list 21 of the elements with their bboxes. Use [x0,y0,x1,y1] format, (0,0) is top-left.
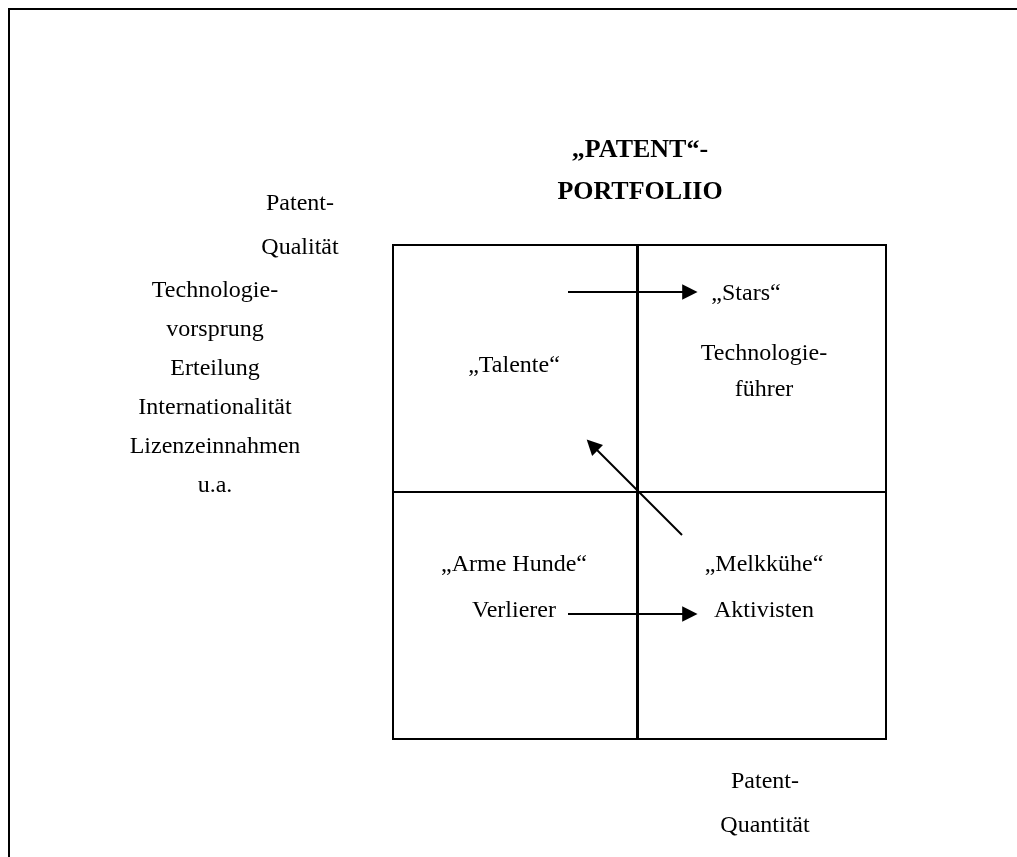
quadrant-description: Aktivisten [713,595,815,624]
quadrant-title: „Arme Hunde“ [440,549,588,578]
axis-label: Lizenzeinnahmen [128,431,302,460]
quadrant-box [392,491,638,740]
axis-label: Erteilung [169,353,261,382]
quadrant-title: „Melkkühe“ [703,549,825,578]
quadrant-box [637,491,887,740]
arrow [567,606,698,622]
axis-label: Patent- Quantität [719,766,811,839]
arrow [567,284,698,300]
axis-label: Technologie- vorsprung [150,275,280,343]
quadrant-description: Technologie- führer [699,338,829,403]
axis-label: Patent- Qualität [260,188,340,261]
quadrant-box [392,244,638,493]
quadrant-title: „Talente“ [467,350,561,379]
quadrant-description: Verlierer [471,595,557,624]
axis-label: u.a. [196,470,234,499]
quadrant-box [637,244,887,493]
quadrant-title: „Stars“ [710,278,782,307]
diagram-title: „PATENT“- PORTFOLIIO [556,133,724,207]
axis-label: Internationalität [137,392,293,421]
